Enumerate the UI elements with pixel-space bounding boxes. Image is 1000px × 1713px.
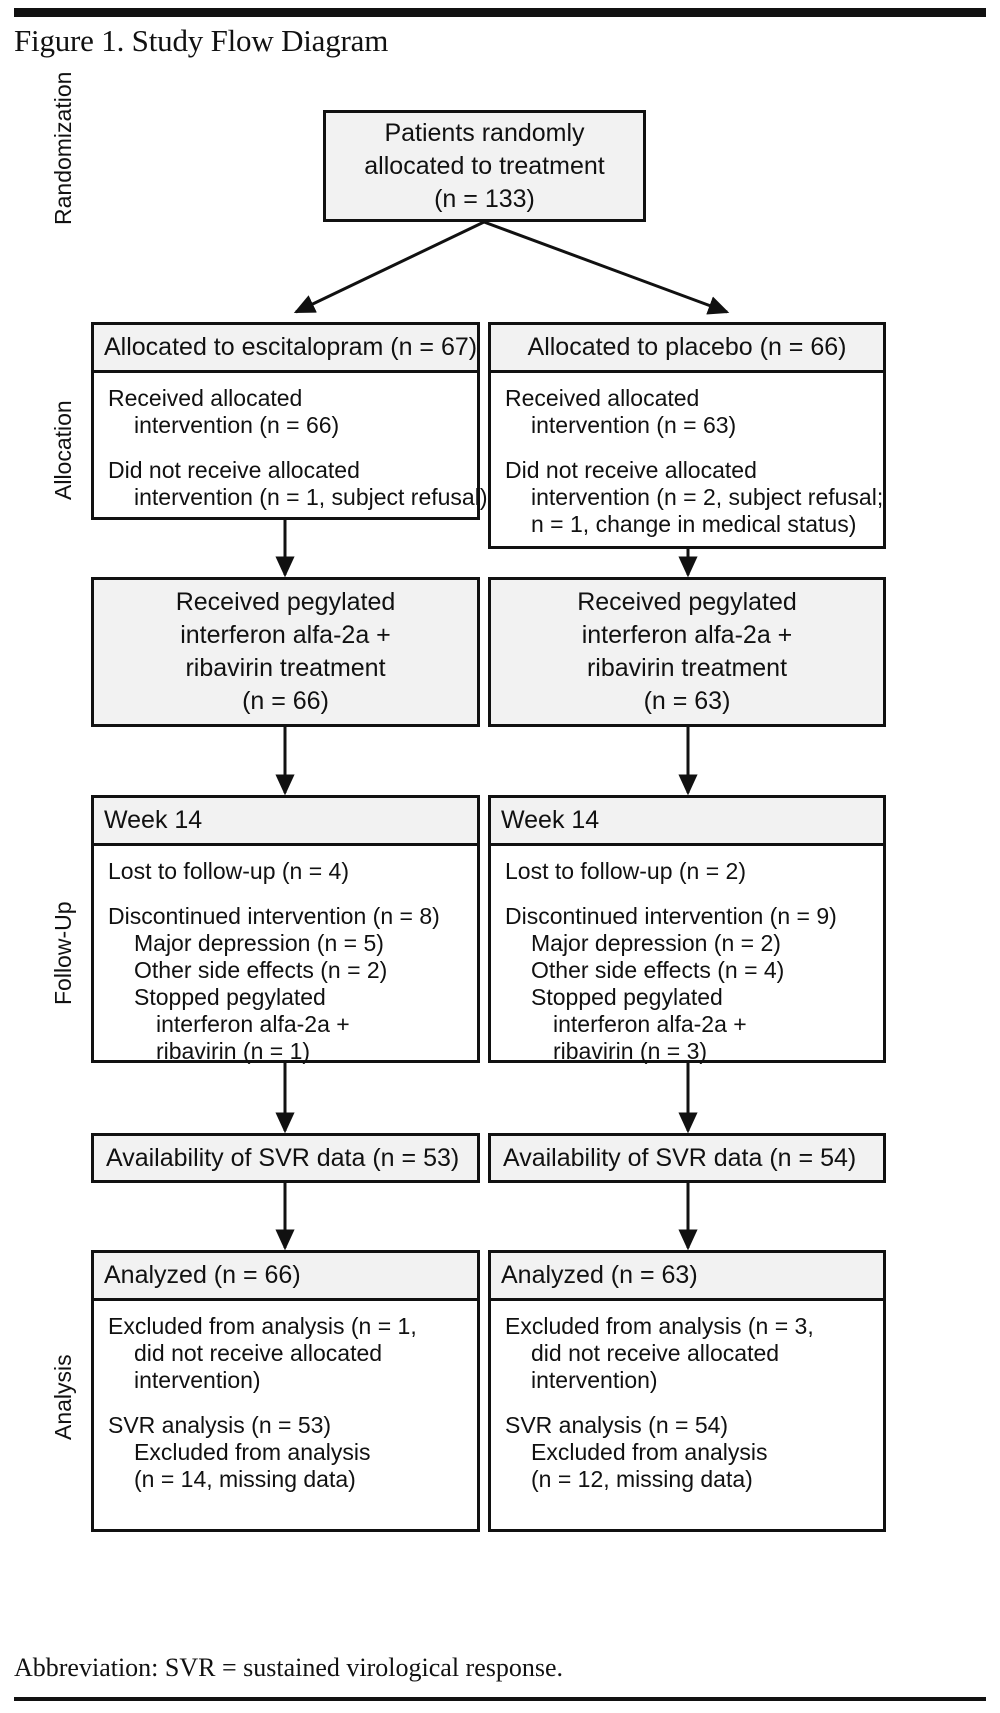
fu-left-lost: Lost to follow-up (n = 4): [108, 858, 349, 884]
node-analysis-escitalopram-header: Analyzed (n = 66): [94, 1253, 477, 1301]
svr-left-label-wrap: Availability of SVR data (n = 53): [94, 1136, 477, 1180]
node-treatment-escitalopram-text: Received pegylated interferon alfa-2a + …: [94, 580, 477, 724]
node-analysis-escitalopram: Analyzed (n = 66) Excluded from analysis…: [91, 1250, 480, 1532]
spacer: [505, 1394, 871, 1412]
node-followup-placebo-header: Week 14: [491, 798, 883, 846]
node-analysis-placebo: Analyzed (n = 63) Excluded from analysis…: [488, 1250, 886, 1532]
node-allocation-escitalopram: Allocated to escitalopram (n = 67) Recei…: [91, 322, 488, 521]
fu-right-discontinued: Discontinued intervention (n = 9): [505, 903, 837, 929]
alloc-left-notreceived-2: intervention (n = 1, subject refusal): [134, 484, 488, 510]
stage-label-followup: Follow-Up: [50, 901, 76, 1005]
fu-left-reason-2: Other side effects (n = 2): [134, 957, 388, 983]
treat-left-line-3: ribavirin treatment: [185, 654, 386, 682]
node-allocation-placebo: Allocated to placebo (n = 66) Received a…: [488, 322, 886, 549]
an-left-svr-2: Excluded from analysis: [134, 1439, 371, 1465]
alloc-right-notreceived-3: n = 1, change in medical status): [531, 511, 857, 537]
node-followup-escitalopram-body: Lost to follow-up (n = 4) Discontinued i…: [94, 846, 477, 1075]
node-randomization-line-3: (n = 133): [434, 184, 535, 213]
an-right-excluded-3: intervention): [531, 1367, 658, 1393]
bottom-rule: [14, 1697, 986, 1701]
svr-left-label: Availability of SVR data (n = 53): [106, 1143, 460, 1172]
spacer: [108, 439, 465, 457]
node-randomization-text: Patients randomly allocated to treatment…: [326, 113, 643, 219]
node-allocation-escitalopram-body: Received allocated intervention (n = 66)…: [94, 373, 488, 521]
alloc-left-received-1: Received allocated: [108, 385, 303, 411]
top-rule: [14, 8, 986, 17]
treat-right-line-1: Received pegylated: [577, 588, 797, 616]
node-followup-placebo-body: Lost to follow-up (n = 2) Discontinued i…: [491, 846, 883, 1075]
treat-right-line-3: ribavirin treatment: [586, 654, 788, 682]
node-analysis-placebo-body: Excluded from analysis (n = 3, did not r…: [491, 1301, 883, 1503]
alloc-right-notreceived-2: intervention (n = 2, subject refusal;: [531, 484, 884, 510]
an-left-excluded-3: intervention): [134, 1367, 261, 1393]
fu-right-reason-4: interferon alfa-2a +: [553, 1011, 747, 1037]
stage-label-randomization: Randomization: [50, 71, 76, 225]
node-allocation-escitalopram-header: Allocated to escitalopram (n = 67): [94, 325, 477, 373]
node-randomization-line-1: Patients randomly: [384, 118, 585, 147]
fu-left-reason-3: Stopped pegylated: [134, 984, 326, 1010]
node-followup-placebo: Week 14 Lost to follow-up (n = 2) Discon…: [488, 795, 886, 1064]
fu-right-lost: Lost to follow-up (n = 2): [505, 858, 746, 884]
fu-left-reason-1: Major depression (n = 5): [134, 930, 384, 956]
fu-left-discontinued: Discontinued intervention (n = 8): [108, 903, 440, 929]
an-right-svr-2: Excluded from analysis: [531, 1439, 768, 1465]
fu-right-reason-3: Stopped pegylated: [531, 984, 723, 1010]
an-right-excluded-1: Excluded from analysis (n = 3,: [505, 1313, 814, 1339]
node-allocation-placebo-header: Allocated to placebo (n = 66): [491, 325, 883, 373]
svr-right-label: Availability of SVR data (n = 54): [503, 1143, 857, 1172]
node-analysis-escitalopram-body: Excluded from analysis (n = 1, did not r…: [94, 1301, 477, 1503]
alloc-left-received-2: intervention (n = 66): [134, 412, 340, 438]
node-treatment-placebo: Received pegylated interferon alfa-2a + …: [488, 577, 886, 727]
spacer: [505, 885, 871, 903]
treat-left-line-2: interferon alfa-2a +: [180, 621, 391, 649]
node-randomization-line-2: allocated to treatment: [364, 151, 605, 180]
node-svr-availability-escitalopram: Availability of SVR data (n = 53): [91, 1133, 480, 1183]
node-followup-escitalopram-header: Week 14: [94, 798, 477, 846]
spacer: [505, 439, 871, 457]
alloc-left-notreceived-1: Did not receive allocated: [108, 457, 360, 483]
alloc-right-received-2: intervention (n = 63): [531, 412, 737, 438]
abbreviation-note: Abbreviation: SVR = sustained virologica…: [14, 1653, 564, 1682]
fu-right-reason-2: Other side effects (n = 4): [531, 957, 785, 983]
spacer: [108, 885, 465, 903]
node-treatment-placebo-text: Received pegylated interferon alfa-2a + …: [491, 580, 883, 724]
fu-left-reason-5: ribavirin (n = 1): [156, 1038, 311, 1064]
spacer: [108, 1394, 465, 1412]
fu-right-reason-1: Major depression (n = 2): [531, 930, 781, 956]
an-left-svr-1: SVR analysis (n = 53): [108, 1412, 332, 1438]
an-left-excluded-1: Excluded from analysis (n = 1,: [108, 1313, 417, 1339]
an-left-svr-3: (n = 14, missing data): [134, 1466, 356, 1492]
stage-label-allocation: Allocation: [50, 400, 76, 500]
treat-left-line-1: Received pegylated: [175, 588, 396, 616]
node-followup-escitalopram: Week 14 Lost to follow-up (n = 4) Discon…: [91, 795, 480, 1064]
an-right-svr-3: (n = 12, missing data): [531, 1466, 753, 1492]
alloc-right-received-1: Received allocated: [505, 385, 700, 411]
treat-right-line-4: (n = 63): [643, 687, 731, 715]
node-svr-availability-placebo: Availability of SVR data (n = 54): [488, 1133, 886, 1183]
node-allocation-placebo-body: Received allocated intervention (n = 63)…: [491, 373, 883, 548]
treat-left-line-4: (n = 66): [242, 687, 329, 715]
svr-right-label-wrap: Availability of SVR data (n = 54): [491, 1136, 883, 1180]
stage-label-analysis: Analysis: [50, 1354, 76, 1440]
node-analysis-placebo-header: Analyzed (n = 63): [491, 1253, 883, 1301]
page-title: Figure 1. Study Flow Diagram: [14, 23, 389, 58]
an-left-excluded-2: did not receive allocated: [134, 1340, 383, 1366]
an-right-excluded-2: did not receive allocated: [531, 1340, 780, 1366]
treat-right-line-2: interferon alfa-2a +: [581, 621, 793, 649]
node-treatment-escitalopram: Received pegylated interferon alfa-2a + …: [91, 577, 480, 727]
fu-right-reason-5: ribavirin (n = 3): [553, 1038, 708, 1064]
node-randomization: Patients randomly allocated to treatment…: [323, 110, 646, 222]
alloc-right-notreceived-1: Did not receive allocated: [505, 457, 757, 483]
fu-left-reason-4: interferon alfa-2a +: [156, 1011, 350, 1037]
an-right-svr-1: SVR analysis (n = 54): [505, 1412, 729, 1438]
